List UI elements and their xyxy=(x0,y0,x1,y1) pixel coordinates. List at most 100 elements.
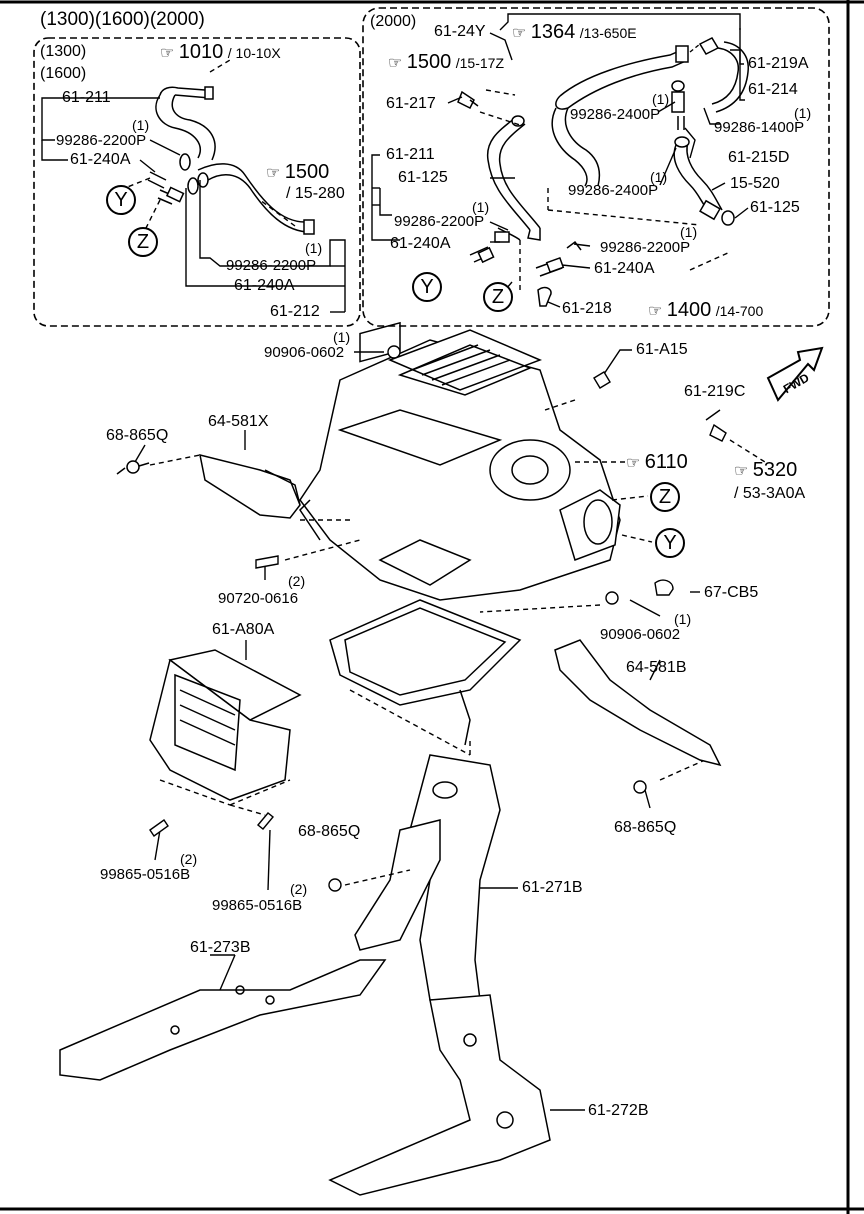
label-61-218: 61-218 xyxy=(562,300,612,317)
label-61-240a-right1: 61-240A xyxy=(390,235,451,252)
label-99865-0516b-b-qty: (2) xyxy=(290,881,308,897)
label-61-214: 61-214 xyxy=(748,81,798,98)
label-99286-1400p: 99286-1400P xyxy=(714,119,805,136)
label-61-272b: 61-272B xyxy=(588,1102,649,1119)
duct-61-271b-drawing xyxy=(354,754,501,1001)
ref-5320: ☞ 5320 xyxy=(734,460,797,480)
label-61-211-left: 61-211 xyxy=(62,89,111,106)
ref-1010-main: 1010 xyxy=(178,41,224,63)
label-99286-2200p-right1: 99286-2200P xyxy=(394,213,485,230)
label-61-219c: 61-219C xyxy=(684,383,746,400)
blower-leaders xyxy=(154,779,291,891)
right-leaders xyxy=(371,13,749,308)
label-99286-2200p-left1: 99286-2200P xyxy=(56,132,147,149)
label-90906-0602-b-qty: (1) xyxy=(674,611,692,627)
label-99286-2200p-right2: 99286-2200P xyxy=(600,239,691,256)
label-61-240a-left2: 61-240A xyxy=(234,277,295,294)
ref-1400-sub: /14-700 xyxy=(715,303,764,319)
label-99286-2200p-right1-qty: (1) xyxy=(472,199,490,215)
marker-y-right: Y xyxy=(412,272,442,302)
label-61-125-right2: 61-125 xyxy=(750,199,800,216)
label-61-240a-right2: 61-240A xyxy=(594,260,655,277)
marker-y-left: Y xyxy=(106,185,136,215)
label-99865-0516b-a-qty: (2) xyxy=(180,851,198,867)
screws xyxy=(149,345,727,892)
pointing-hand-icon: ☞ xyxy=(512,25,527,42)
label-90906-0602-a: 90906-0602 xyxy=(264,344,345,361)
ref-1364-sub: /13-650E xyxy=(579,25,637,41)
pointing-hand-icon: ☞ xyxy=(734,463,749,480)
label-61-a15: 61-A15 xyxy=(636,341,688,358)
label-99286-2200p-left2-qty: (1) xyxy=(305,240,323,256)
pointing-hand-icon: ☞ xyxy=(388,55,403,72)
label-90720-0616-qty: (2) xyxy=(288,573,306,589)
label-99286-1400p-qty: (1) xyxy=(794,105,812,121)
heater-unit-leaders xyxy=(134,349,766,809)
duct-61-273b-drawing xyxy=(59,959,387,1081)
label-99286-2400p-1-qty: (1) xyxy=(652,91,670,107)
left-box-tag-1300: (1300) xyxy=(40,43,87,60)
left-box-tag-1600: (1600) xyxy=(40,65,87,82)
label-61-217: 61-217 xyxy=(386,95,436,112)
ref-1400: ☞ 1400 /14-700 xyxy=(648,300,763,320)
marker-z-left: Z xyxy=(128,227,158,257)
ref-1500-left-sub: / 15-280 xyxy=(286,185,345,202)
ref-1500-right-sub: /15-17Z xyxy=(455,55,504,71)
duct-leaders xyxy=(210,869,585,1111)
marker-y-unit: Y xyxy=(655,528,685,558)
ref-1400-main: 1400 xyxy=(666,299,712,321)
label-61-240a-left1: 61-240A xyxy=(70,151,131,168)
pointing-hand-icon: ☞ xyxy=(160,45,175,62)
ref-6110-main: 6110 xyxy=(644,451,688,473)
label-99286-2400p-2-qty: (1) xyxy=(650,169,668,185)
label-61-271b: 61-271B xyxy=(522,879,583,896)
pointing-hand-icon: ☞ xyxy=(266,165,281,182)
left-leaders xyxy=(41,59,346,313)
ref-6110: ☞ 6110 xyxy=(626,452,688,472)
label-67-cb5: 67-CB5 xyxy=(704,584,759,601)
label-61-125-right1: 61-125 xyxy=(398,169,448,186)
label-99286-2200p-right2-qty: (1) xyxy=(680,224,698,240)
marker-z-unit: Z xyxy=(650,482,680,512)
label-64-581x: 64-581X xyxy=(208,413,269,430)
label-99286-2400p-2: 99286-2400P xyxy=(568,182,659,199)
fwd-arrow-icon: FWD xyxy=(766,346,824,402)
ref-5320-main: 5320 xyxy=(752,459,798,481)
label-61-212: 61-212 xyxy=(270,303,320,320)
pointing-hand-icon: ☞ xyxy=(648,303,663,320)
ref-1364: ☞ 1364 /13-650E xyxy=(512,22,637,42)
label-61-24y: 61-24Y xyxy=(434,23,486,40)
label-68-865q-a: 68-865Q xyxy=(106,427,169,444)
ref-1010-sub: / 10-10X xyxy=(227,45,281,61)
label-99286-2200p-left2: 99286-2200P xyxy=(226,257,317,274)
ref-1500-right: ☞ 1500 /15-17Z xyxy=(388,52,504,72)
label-61-219a: 61-219A xyxy=(748,55,809,72)
label-64-581b: 64-581B xyxy=(626,659,687,676)
ref-1500-left-main: 1500 xyxy=(284,161,330,183)
label-68-865q-c: 68-865Q xyxy=(298,823,361,840)
duct-64-581b-drawing xyxy=(554,639,722,767)
right-box-tag-2000: (2000) xyxy=(370,13,417,30)
label-61-215d: 61-215D xyxy=(728,149,790,166)
label-61-a80a: 61-A80A xyxy=(212,621,275,638)
marker-z-right: Z xyxy=(483,282,513,312)
page-title: (1300)(1600)(2000) xyxy=(40,9,205,30)
heater-unit-drawing xyxy=(299,321,621,746)
pointing-hand-icon: ☞ xyxy=(626,455,641,472)
label-99865-0516b-b: 99865-0516B xyxy=(212,897,303,914)
ref-1500-left: ☞ 1500 xyxy=(266,162,329,182)
left-variant-box xyxy=(33,37,361,327)
label-99865-0516b-a: 99865-0516B xyxy=(100,866,191,883)
blower-61-a80a-drawing xyxy=(149,649,302,801)
label-99286-2200p-left1-qty: (1) xyxy=(132,117,150,133)
ref-1010: ☞ 1010 / 10-10X xyxy=(160,42,281,62)
duct-64-581x-drawing xyxy=(116,453,301,519)
ref-1364-main: 1364 xyxy=(530,21,576,43)
label-90906-0602-b: 90906-0602 xyxy=(600,626,681,643)
label-15-520: 15-520 xyxy=(730,175,780,192)
label-68-865q-b: 68-865Q xyxy=(614,819,677,836)
label-90906-0602-a-qty: (1) xyxy=(333,329,351,345)
label-61-273b: 61-273B xyxy=(190,939,251,956)
